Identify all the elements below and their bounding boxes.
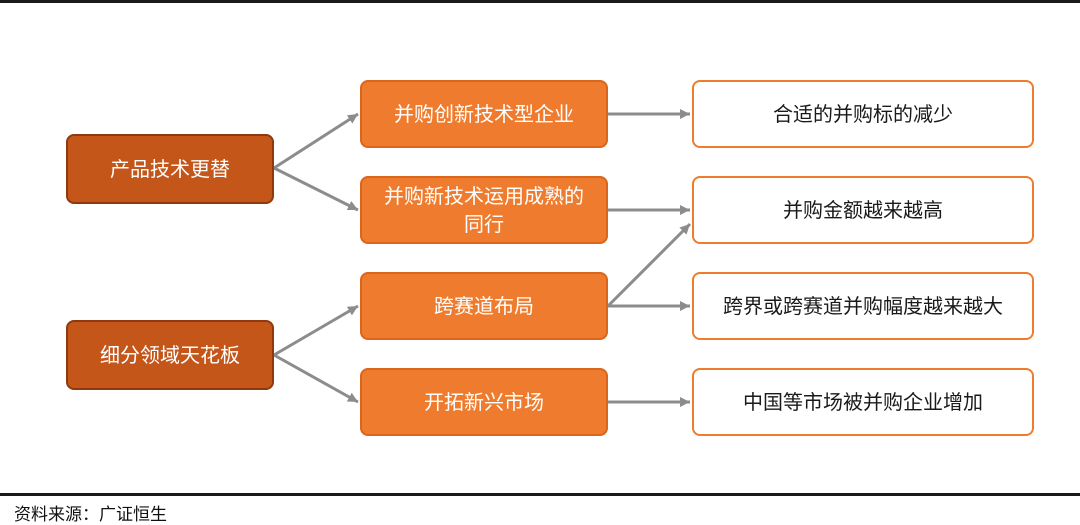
middle-node-acquire-peers: 并购新技术运用成熟的同行 <box>360 176 608 244</box>
arrow-m3-to-o2 <box>606 222 692 308</box>
source-note: 资料来源：广证恒生 <box>14 505 167 525</box>
middle-node-label: 并购创新技术型企业 <box>394 102 574 126</box>
outcome-node-higher-amount: 并购金额越来越高 <box>692 176 1034 244</box>
root-node-label: 细分领域天花板 <box>100 343 240 367</box>
outcome-node-fewer-targets: 合适的并购标的减少 <box>692 80 1034 148</box>
root-node-product-tech: 产品技术更替 <box>66 134 274 204</box>
outcome-node-label: 并购金额越来越高 <box>783 198 943 222</box>
outcome-node-china-targets: 中国等市场被并购企业增加 <box>692 368 1034 436</box>
outcome-node-label: 中国等市场被并购企业增加 <box>743 390 983 414</box>
arrow-r1-to-m1 <box>273 112 359 170</box>
arrow-r1-to-m2 <box>273 166 359 212</box>
middle-node-cross-track: 跨赛道布局 <box>360 272 608 340</box>
bottom-rule <box>0 493 1080 496</box>
top-rule <box>0 0 1080 3</box>
outcome-node-cross-border-growth: 跨界或跨赛道并购幅度越来越大 <box>692 272 1034 340</box>
outcome-node-label: 跨界或跨赛道并购幅度越来越大 <box>723 294 1003 318</box>
arrow-r2-to-m4 <box>273 353 359 404</box>
root-node-segment-ceiling: 细分领域天花板 <box>66 320 274 390</box>
middle-node-acquire-innovative: 并购创新技术型企业 <box>360 80 608 148</box>
middle-node-label: 开拓新兴市场 <box>424 390 544 414</box>
outcome-node-label: 合适的并购标的减少 <box>773 102 953 126</box>
middle-node-label: 并购新技术运用成熟的同行 <box>384 184 584 236</box>
middle-node-new-markets: 开拓新兴市场 <box>360 368 608 436</box>
arrow-r2-to-m3 <box>273 304 359 357</box>
middle-node-label: 跨赛道布局 <box>434 294 534 318</box>
root-node-label: 产品技术更替 <box>110 157 230 181</box>
